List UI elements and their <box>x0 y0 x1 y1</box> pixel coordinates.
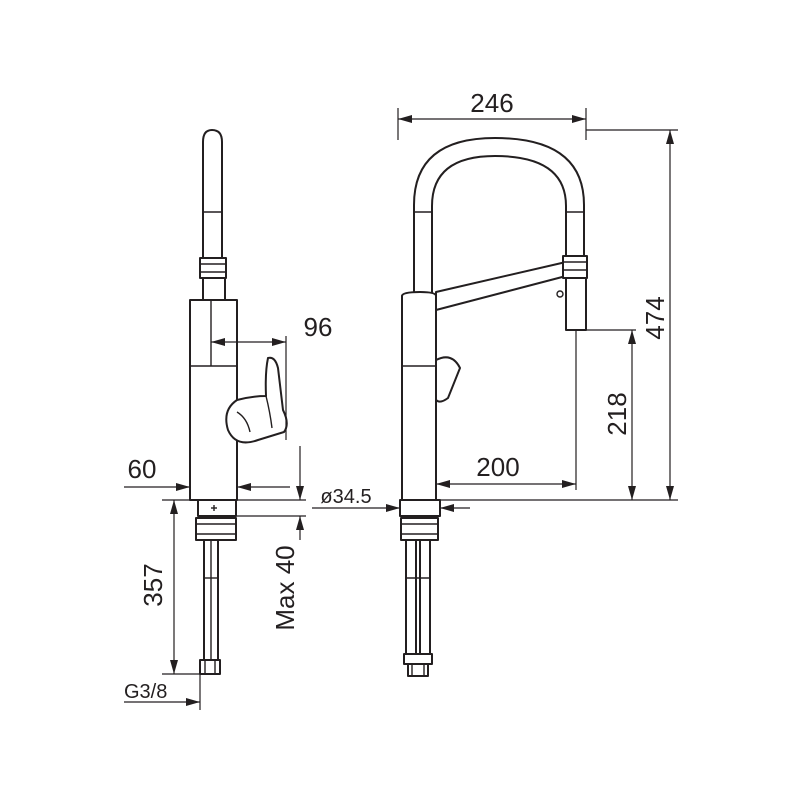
front-spray-head <box>565 277 587 331</box>
front-fitting-upper <box>403 653 433 665</box>
front-mount-nut <box>400 517 439 541</box>
dim-label-base-diameter: ø34.5 <box>320 486 371 508</box>
side-mount-nut <box>195 517 237 541</box>
dim-label-thread: G3/8 <box>124 681 167 703</box>
dim-label-218: 218 <box>602 392 632 435</box>
dim-label-60: 60 <box>128 454 157 484</box>
dim-label-474: 474 <box>640 296 670 339</box>
front-spout-inner <box>431 155 567 301</box>
front-arm <box>435 261 567 311</box>
dim-label-200: 200 <box>476 452 519 482</box>
front-base <box>399 499 441 517</box>
side-spout-collar <box>199 257 227 279</box>
front-lever <box>435 356 461 403</box>
dim-label-357: 357 <box>138 563 168 606</box>
side-spout-tube <box>202 129 223 259</box>
dim-label-246: 246 <box>470 88 513 118</box>
front-body <box>401 291 437 501</box>
front-fitting-lower <box>407 663 429 677</box>
front-collar <box>562 255 588 279</box>
dim-label-max-40: Max 40 <box>270 545 300 630</box>
front-hose-right <box>419 539 431 655</box>
dimension-lines <box>124 108 678 710</box>
side-hose-fitting <box>199 659 221 675</box>
dim-label-96: 96 <box>304 312 333 342</box>
front-view <box>399 137 588 677</box>
side-body <box>189 299 238 501</box>
front-hose-left <box>405 539 417 655</box>
front-spout-outer <box>413 137 585 301</box>
